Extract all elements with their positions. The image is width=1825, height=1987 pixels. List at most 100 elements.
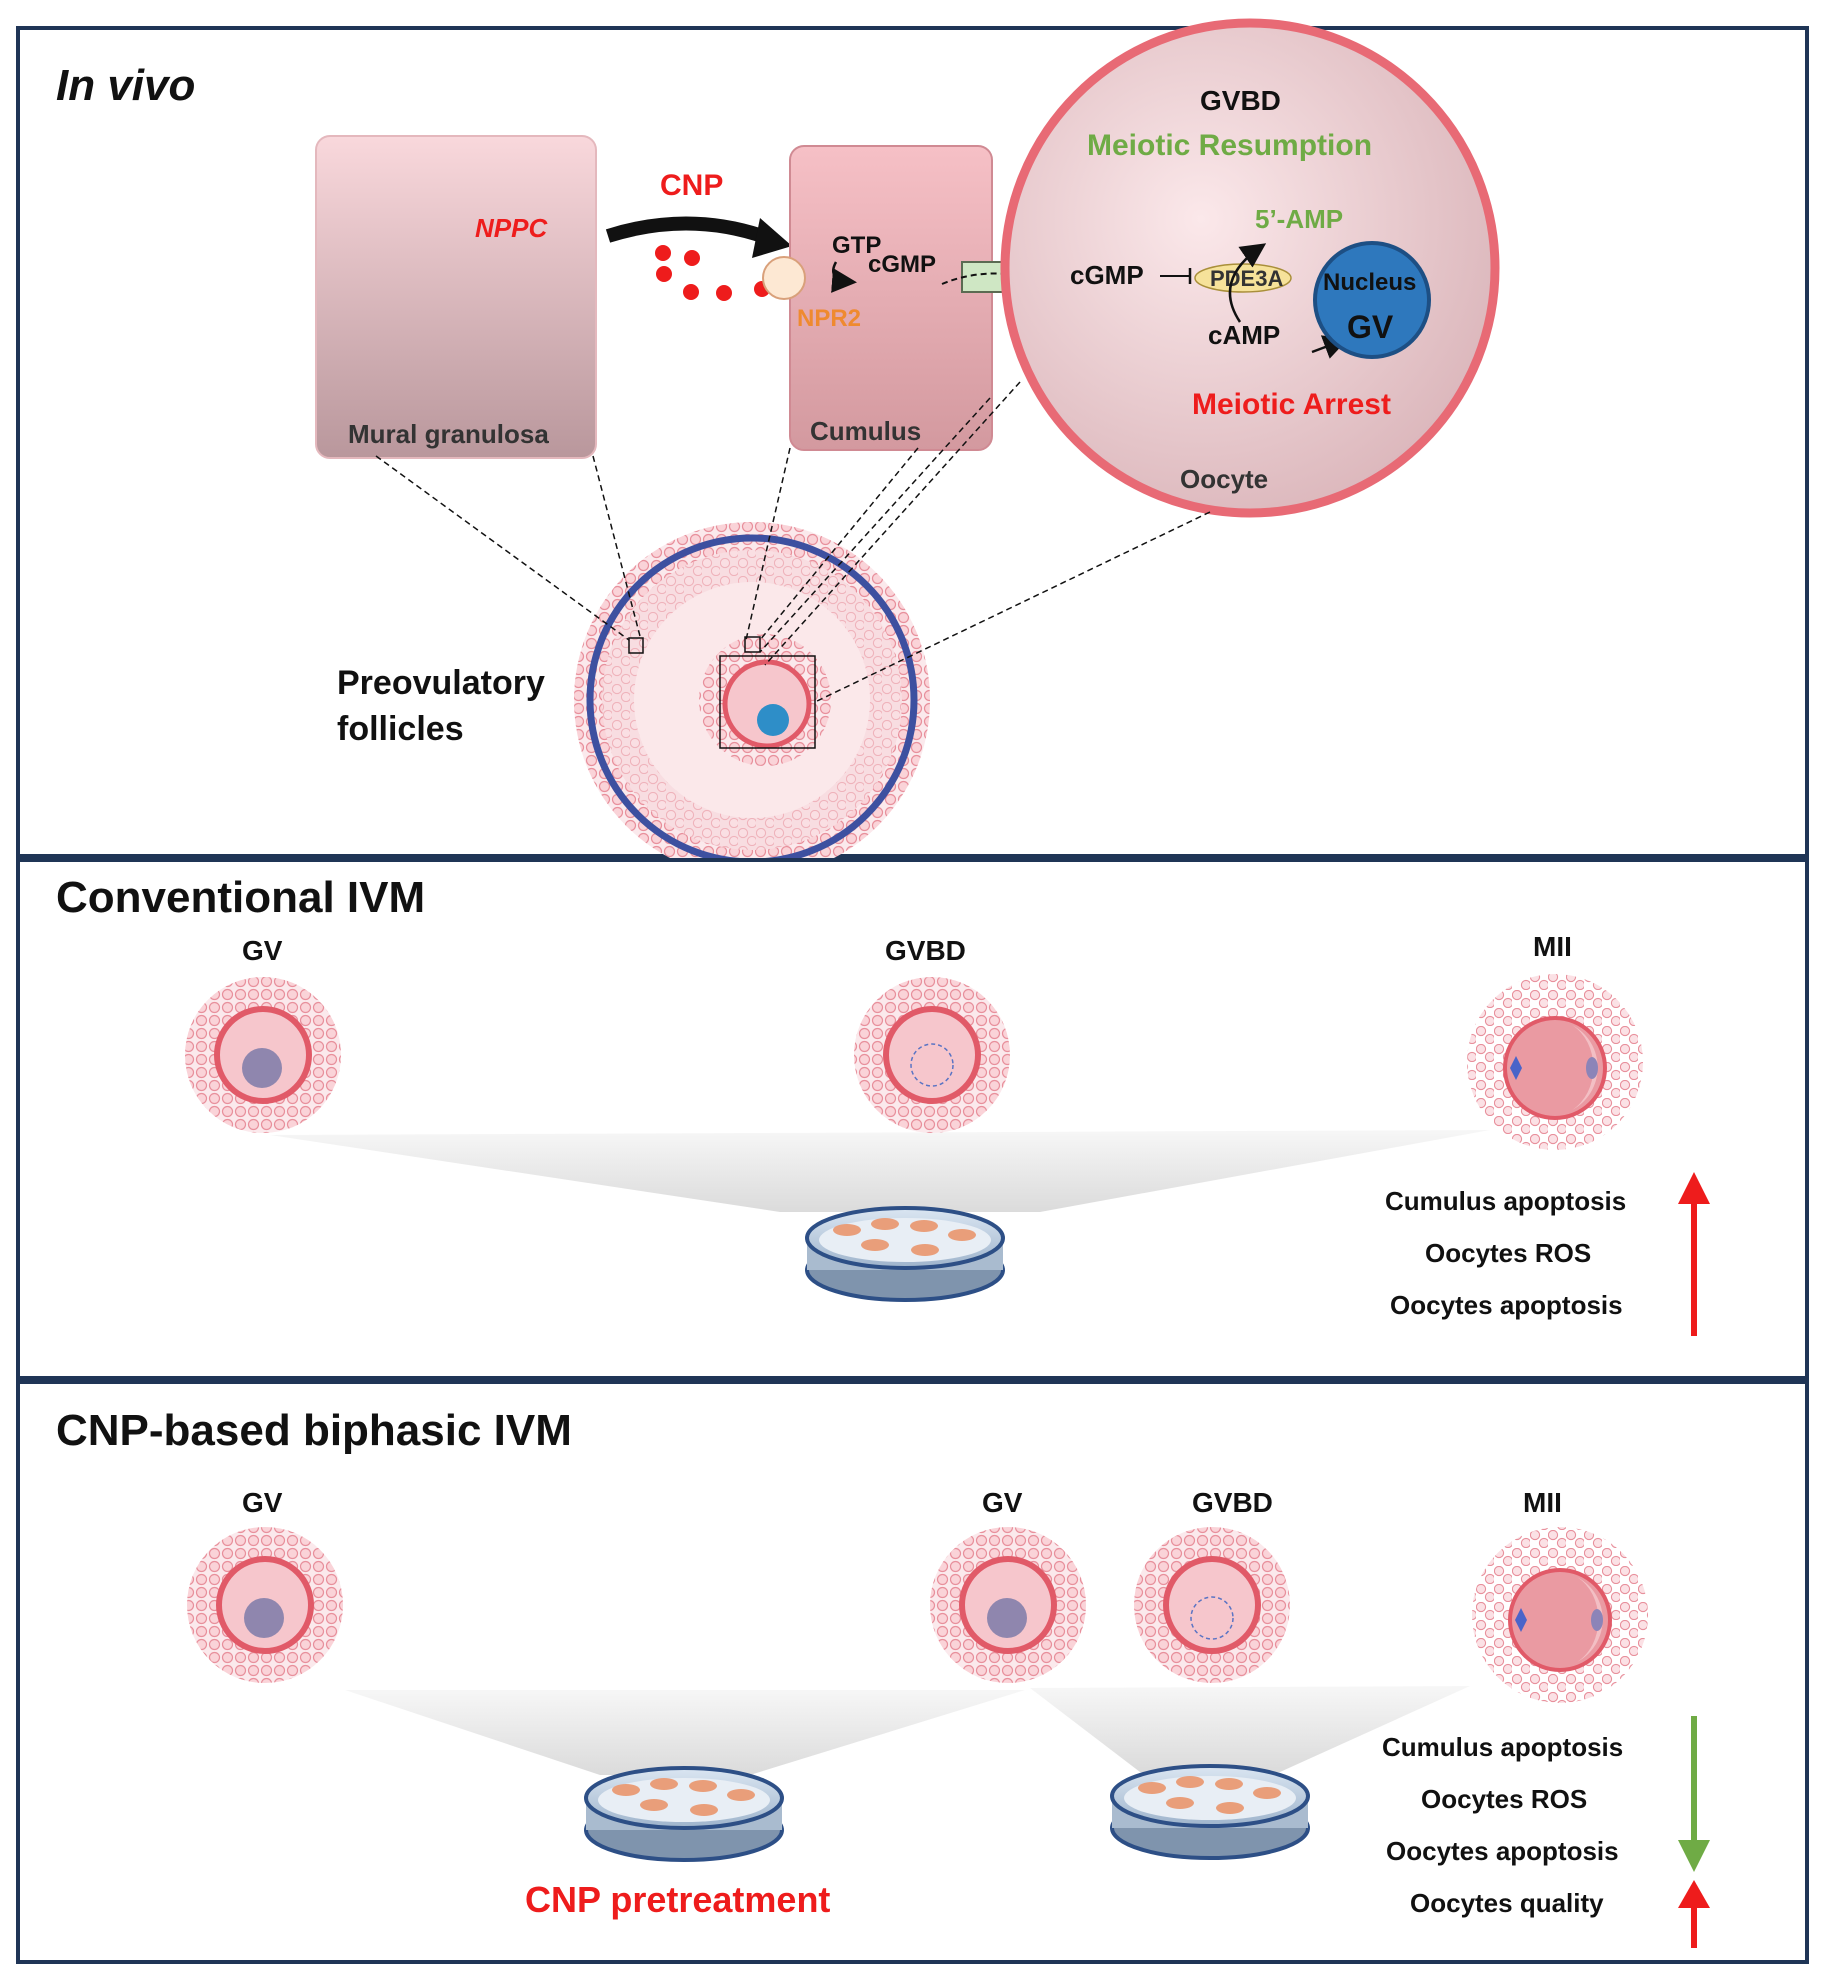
- gtp-conversion-arrow: [831, 261, 857, 293]
- dissolved-nucleus: [1190, 1596, 1234, 1640]
- cnp-secretion-arrowhead: [752, 218, 792, 258]
- gv-nucleus: [244, 1598, 284, 1638]
- npr2-label: NPR2: [797, 305, 861, 332]
- mural-granulosa-label: Mural granulosa: [348, 419, 549, 449]
- npr2-receptor: [762, 256, 806, 300]
- gtp-label: GTP: [832, 232, 881, 259]
- cnp-secretion-arrow: [605, 216, 771, 245]
- nucleus-label: Nucleus: [1323, 269, 1416, 296]
- cnp-label: CNP: [660, 169, 723, 202]
- maturation-dish: [1110, 1764, 1310, 1860]
- dish-droplet: [690, 1804, 718, 1816]
- stage-gvbd-label: GVBD: [1192, 1487, 1273, 1518]
- outcome-cumulus-apoptosis: Cumulus apoptosis: [1385, 1186, 1626, 1216]
- gv-oocyte: [185, 977, 341, 1133]
- polar-body-crescent: [1577, 1577, 1603, 1662]
- dish-medium: [1124, 1776, 1296, 1820]
- dish-droplet: [911, 1244, 939, 1256]
- dish-droplet: [871, 1218, 899, 1230]
- nucleus-gv-label: GV: [1347, 309, 1394, 345]
- increase-arrow-head: [1678, 1880, 1710, 1908]
- meiotic-resumption-label: Meiotic Resumption: [1087, 129, 1372, 162]
- cnp-molecules: [655, 245, 770, 301]
- dish-droplet: [689, 1780, 717, 1792]
- panel-biphasic-title: CNP-based biphasic IVM: [56, 1406, 572, 1455]
- follicle-nucleus: [757, 704, 789, 736]
- mii-oocyte: [1467, 974, 1643, 1150]
- stage-mii-label: MII: [1523, 1487, 1562, 1518]
- follicle-label-line1: Preovulatory: [337, 664, 545, 702]
- gv-nucleus: [987, 1598, 1027, 1638]
- zoom-guide-line: [592, 455, 642, 641]
- mural-granulosa-cell: [315, 135, 597, 459]
- decrease-arrow-head: [1678, 1840, 1710, 1872]
- dish-droplet: [1166, 1797, 1194, 1809]
- pretreatment-dish: [584, 1766, 784, 1862]
- maturation-projection-shadow: [1030, 1686, 1470, 1772]
- dish-droplet: [1215, 1778, 1243, 1790]
- outcome-oocytes-quality: Oocytes quality: [1410, 1888, 1604, 1918]
- gvbd-label: GVBD: [1200, 85, 1281, 116]
- culture-dish: [805, 1206, 1005, 1302]
- mii-oocyte: [1472, 1527, 1648, 1703]
- zoom-box-oocyte: [719, 655, 816, 749]
- camp-to-amp-arrow: [1228, 243, 1267, 323]
- cnp-molecule: [656, 266, 672, 282]
- polar-body-crescent: [1572, 1025, 1598, 1110]
- gvbd-oocyte: [854, 977, 1010, 1133]
- gv-nucleus: [242, 1048, 282, 1088]
- dish-droplet: [1176, 1776, 1204, 1788]
- dish-medium: [598, 1778, 770, 1822]
- panel-biphasic-ivm: CNP-based biphasic IVM GV GV GVBD MII: [16, 1380, 1809, 1964]
- nppc-gene-label: NPPC: [475, 213, 548, 243]
- gv-oocyte: [930, 1527, 1086, 1683]
- pde3a-label: PDE3A: [1210, 266, 1283, 291]
- outcome-oocytes-apoptosis: Oocytes apoptosis: [1390, 1290, 1623, 1320]
- oocyte-label: Oocyte: [1180, 464, 1268, 494]
- oocyte-cgmp-label: cGMP: [1070, 260, 1144, 290]
- stage-gv-label-1: GV: [242, 1487, 283, 1518]
- panel-conventional-ivm: Conventional IVM GV GVBD MII: [16, 858, 1809, 1380]
- gvbd-oocyte: [1134, 1527, 1290, 1683]
- dish-droplet: [640, 1799, 668, 1811]
- zoom-guide-lines: [375, 381, 1211, 703]
- pretreatment-projection-shadow: [345, 1690, 1025, 1775]
- dish-droplet: [727, 1789, 755, 1801]
- nucleus: [1313, 241, 1431, 359]
- cnp-molecule: [716, 285, 732, 301]
- camp-label: cAMP: [1208, 320, 1280, 350]
- follicle-label-line2: follicles: [337, 710, 464, 748]
- outcome-oocytes-ros: Oocytes ROS: [1425, 1238, 1591, 1268]
- dish-droplet: [1216, 1802, 1244, 1814]
- dish-droplet: [833, 1224, 861, 1236]
- outcome-oocytes-ros: Oocytes ROS: [1421, 1784, 1587, 1814]
- cumulus-cell: [789, 145, 993, 451]
- zoom-guide-line: [764, 381, 1021, 666]
- zoom-guide-line: [814, 511, 1211, 703]
- stage-gv-label-2: GV: [982, 1487, 1023, 1518]
- outcome-oocytes-apoptosis: Oocytes apoptosis: [1386, 1836, 1619, 1866]
- zoom-box-mural: [628, 637, 644, 654]
- zoom-guide-line: [745, 447, 791, 641]
- stage-gv-label: GV: [242, 935, 283, 966]
- polar-body: [1586, 1057, 1598, 1079]
- outcome-cumulus-apoptosis: Cumulus apoptosis: [1382, 1732, 1623, 1762]
- cumulus-cgmp-label: cGMP: [868, 251, 936, 278]
- zoom-guide-line: [375, 455, 630, 641]
- oocyte-body: [883, 1006, 981, 1104]
- dish-droplet: [861, 1239, 889, 1251]
- dish-droplet: [1253, 1787, 1281, 1799]
- cnp-molecule: [655, 245, 671, 261]
- zoom-guide-line: [759, 397, 991, 653]
- oocyte-body: [1163, 1556, 1261, 1654]
- spindle: [1510, 1056, 1522, 1080]
- cumulus-label: Cumulus: [810, 416, 921, 446]
- dish-droplet: [1138, 1782, 1166, 1794]
- panel-in-vivo-title: In vivo: [56, 61, 195, 110]
- panel-conventional-title: Conventional IVM: [56, 873, 425, 922]
- dish-medium: [819, 1218, 991, 1262]
- increase-arrow-head: [1678, 1172, 1710, 1204]
- polar-body: [1591, 1609, 1603, 1631]
- dish-droplet: [650, 1778, 678, 1790]
- meiotic-arrest-label: Meiotic Arrest: [1192, 388, 1391, 421]
